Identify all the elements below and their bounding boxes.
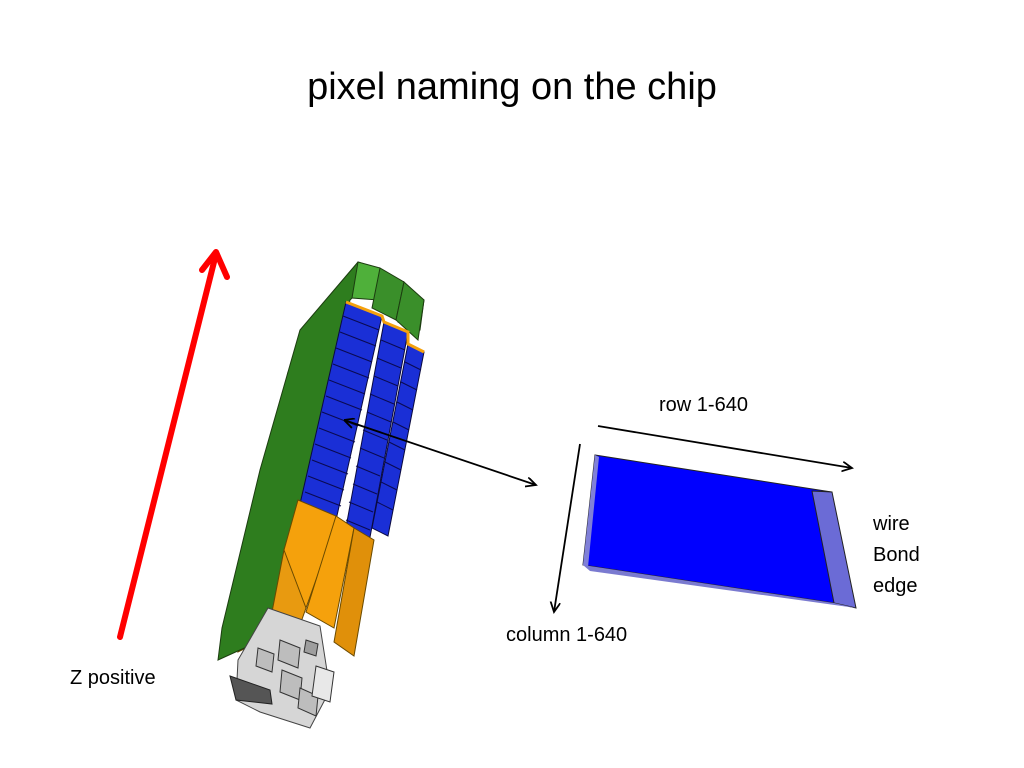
row-label: row 1-640	[659, 394, 748, 416]
wire-bond-edge-line-3: edge	[873, 575, 918, 597]
pointer-double-arrow	[344, 420, 536, 485]
z-positive-label: Z positive	[70, 667, 156, 689]
wire-bond-edge-line-2: Bond	[873, 544, 920, 566]
detector-module-illustration	[217, 261, 425, 729]
z-positive-arrow	[117, 249, 230, 640]
column-arrow	[554, 443, 581, 612]
wire-bond-edge-label: wire Bond edge	[873, 509, 920, 602]
single-chip	[582, 454, 857, 609]
wire-bond-edge-line-1: wire	[873, 513, 910, 535]
row-arrow	[597, 425, 852, 468]
slide-title: pixel naming on the chip	[307, 66, 717, 108]
column-label: column 1-640	[506, 624, 628, 646]
